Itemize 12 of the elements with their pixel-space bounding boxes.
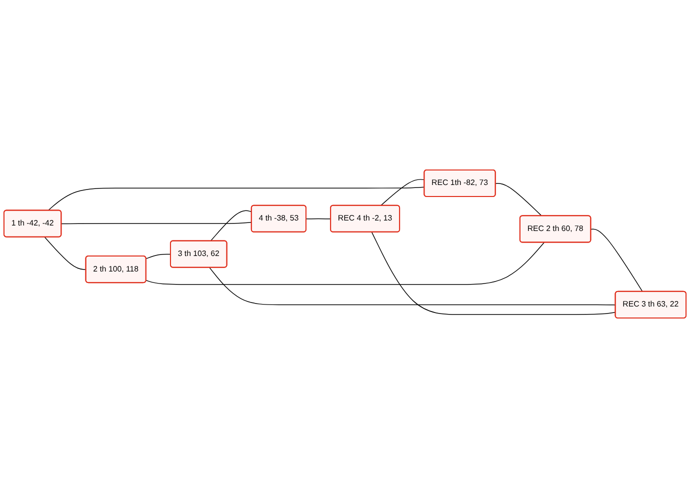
connector (210, 210, 252, 242)
connector (44, 236, 86, 270)
connector (209, 267, 616, 306)
connector (61, 222, 252, 224)
connector (495, 183, 542, 216)
connector (146, 254, 172, 260)
connector (48, 186, 425, 211)
connector (590, 228, 643, 292)
connector (371, 232, 616, 315)
connector (146, 242, 545, 285)
connector (306, 218, 332, 220)
connector (380, 179, 425, 206)
